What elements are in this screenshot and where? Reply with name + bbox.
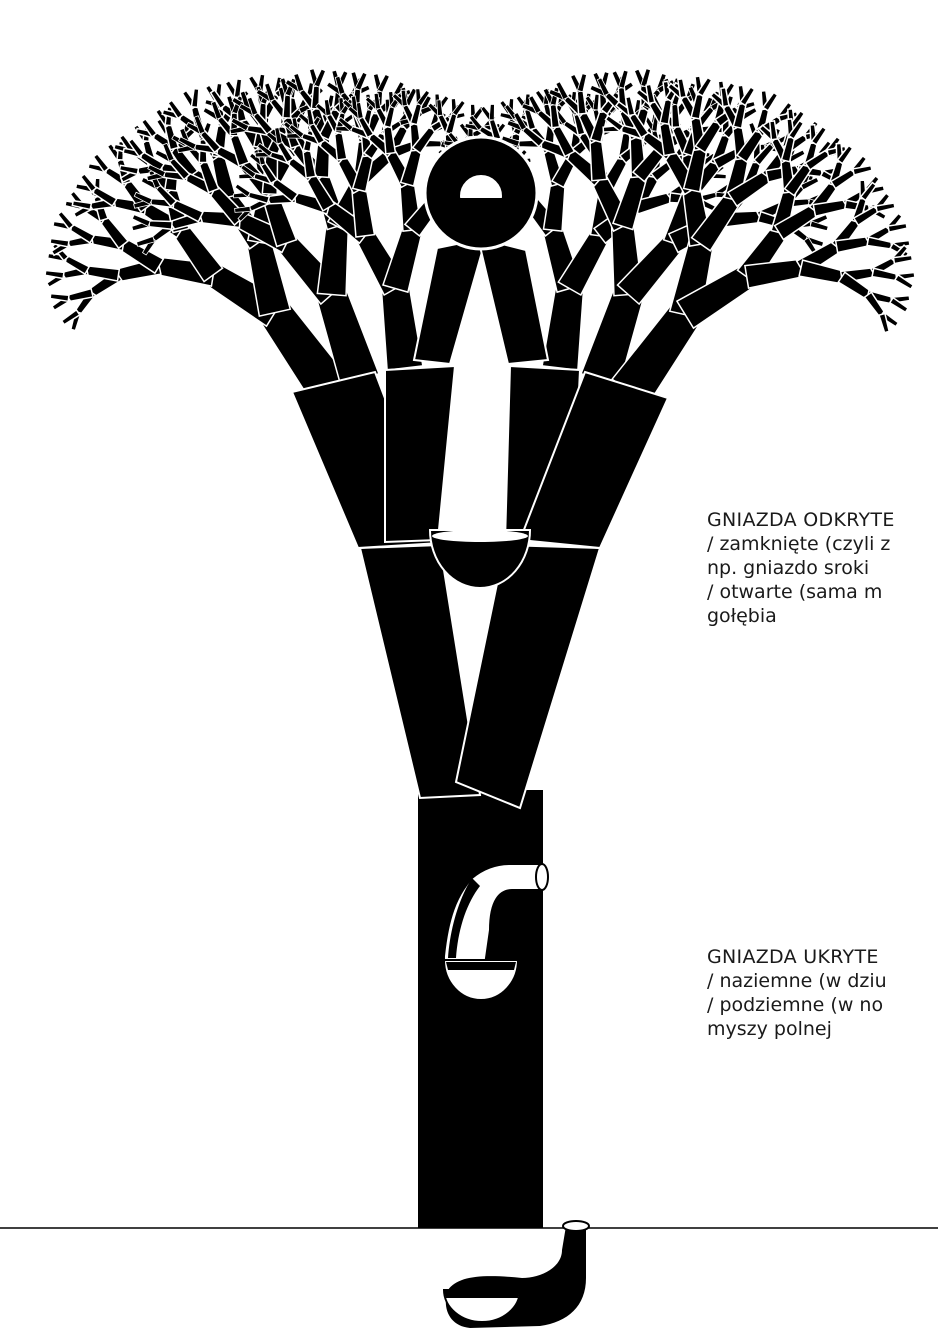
burrow-nest-icon bbox=[444, 1221, 589, 1328]
hidden-nests-heading: GNIAZDA UKRYTE bbox=[707, 945, 887, 969]
open-nests-line-1: / zamknięte (czyli z bbox=[707, 532, 895, 556]
crown-branch bbox=[149, 221, 172, 229]
crown-branch bbox=[489, 104, 494, 120]
hidden-nests-line-1: / naziemne (w dziu bbox=[707, 969, 887, 993]
crown-branch bbox=[672, 104, 680, 127]
open-nests-line-4: gołębia bbox=[707, 604, 895, 628]
open-nests-line-2: np. gniazdo sroki bbox=[707, 556, 895, 580]
open-nests-heading: GNIAZDA ODKRYTE bbox=[707, 508, 895, 532]
crown-branch bbox=[867, 237, 892, 249]
open-nests-label: GNIAZDA ODKRYTE / zamknięte (czyli z np.… bbox=[707, 508, 895, 628]
crown-branch bbox=[543, 183, 565, 231]
tree-trunk bbox=[418, 790, 543, 1228]
crown-branch bbox=[45, 270, 64, 278]
open-nests-line-3: / otwarte (sama m bbox=[707, 580, 895, 604]
crown-branch bbox=[352, 189, 374, 237]
crown-branch bbox=[593, 94, 599, 110]
crown-branch bbox=[283, 95, 291, 118]
crown-branch bbox=[50, 294, 69, 302]
hidden-nests-line-3: myszy polnej bbox=[707, 1017, 887, 1041]
crown-branch bbox=[335, 132, 347, 160]
crown-branch bbox=[893, 255, 912, 263]
enclosed-nest-icon bbox=[425, 137, 537, 249]
crown-branch bbox=[577, 91, 586, 114]
hidden-nests-label: GNIAZDA UKRYTE / naziemne (w dziu / podz… bbox=[707, 945, 887, 1041]
crossing-branches bbox=[414, 238, 548, 364]
crown-branch bbox=[317, 225, 348, 295]
crown-branch bbox=[590, 140, 607, 181]
hidden-nests-line-2: / podziemne (w no bbox=[707, 993, 887, 1017]
crown-branch bbox=[86, 266, 119, 281]
crown-branch bbox=[191, 89, 198, 108]
